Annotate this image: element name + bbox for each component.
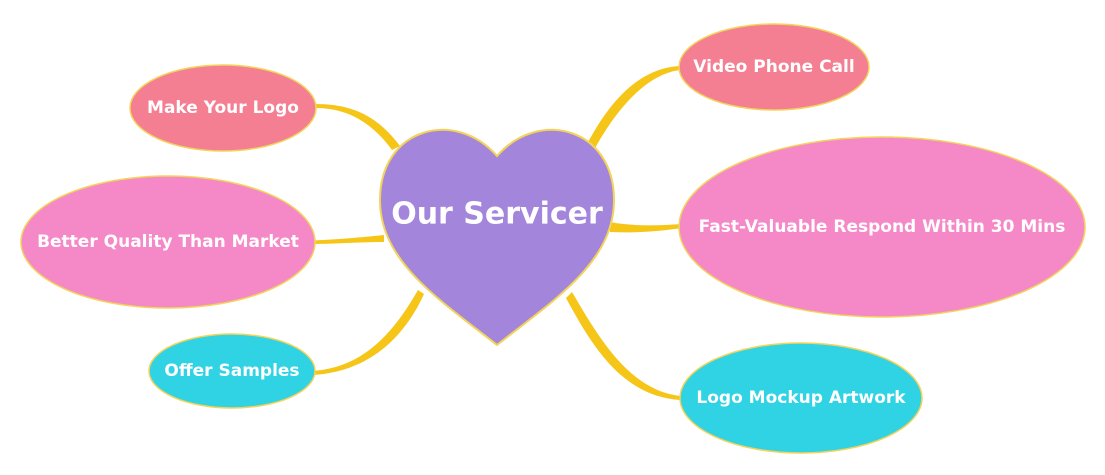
node-fast-respond-label: Fast-Valuable Respond Within 30 Mins [699,217,1066,237]
node-logo-mockup-shape [679,342,923,454]
heart-shape [378,129,616,347]
node-logo-mockup[interactable]: Logo Mockup Artwork [679,342,923,454]
node-fast-respond[interactable]: Fast-Valuable Respond Within 30 Mins [678,136,1086,318]
node-logo-mockup-label: Logo Mockup Artwork [696,388,906,408]
branch-video-phone-call [586,66,680,150]
node-make-your-logo-shape [129,64,317,152]
branches [298,66,682,400]
node-better-quality-shape [20,175,316,309]
branch-make-your-logo [300,104,400,150]
node-video-phone-call[interactable]: Video Phone Call [678,23,870,111]
node-better-quality[interactable]: Better Quality Than Market [20,175,316,309]
node-make-your-logo[interactable]: Make Your Logo [129,64,317,152]
node-make-your-logo-label: Make Your Logo [147,98,299,118]
node-offer-samples-shape [148,333,316,409]
center-node[interactable]: Our Servicer [378,129,616,347]
node-offer-samples-label: Offer Samples [164,361,299,381]
branch-offer-samples [312,290,424,375]
branch-fast-respond [610,222,682,233]
node-video-phone-call-shape [678,23,870,111]
node-video-phone-call-label: Video Phone Call [693,57,854,77]
center-title: Our Servicer [391,197,603,232]
branch-better-quality [298,235,384,244]
branch-logo-mockup [566,292,680,400]
node-offer-samples[interactable]: Offer Samples [148,333,316,409]
node-fast-respond-shape [678,136,1086,318]
node-better-quality-label: Better Quality Than Market [37,232,299,252]
